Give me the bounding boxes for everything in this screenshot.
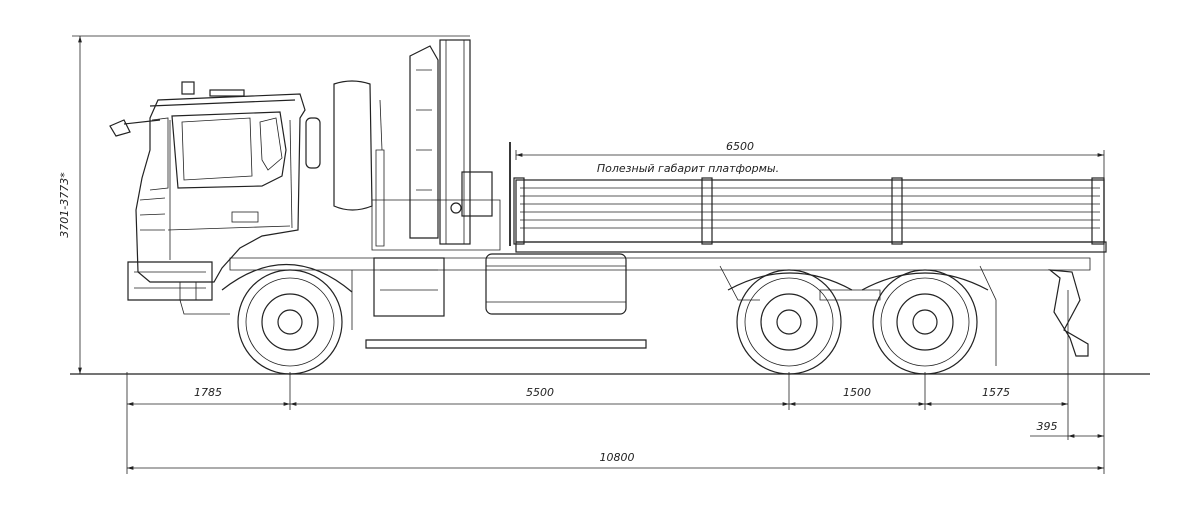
- front-overhang-label: 1785: [194, 386, 222, 399]
- platform-dimension: 6500 Полезный габарит платформы.: [515, 140, 1105, 180]
- axle-dimensions: 1785 5500 1500 1575 395 10800: [126, 180, 1105, 474]
- wheelbase-1-label: 5500: [526, 386, 554, 399]
- platform-length-label: 6500: [726, 140, 754, 153]
- front-wheel: [237, 269, 343, 375]
- crane: [333, 39, 501, 251]
- platform-note-label: Полезный габарит платформы.: [597, 162, 779, 175]
- overall-length-label: 10800: [600, 451, 635, 464]
- chassis-frame: [229, 253, 1091, 366]
- rear-offset-label: 395: [1037, 420, 1058, 433]
- rear-wheel-1: [736, 269, 842, 375]
- height-label: 3701-3773*: [58, 172, 71, 238]
- rear-wheel-2: [872, 269, 978, 375]
- rear-overhang-label: 1575: [982, 386, 1010, 399]
- cab: [109, 81, 353, 315]
- platform: [509, 142, 1107, 253]
- wheelbase-2-label: 1500: [843, 386, 871, 399]
- height-dimension: 3701-3773*: [58, 35, 470, 374]
